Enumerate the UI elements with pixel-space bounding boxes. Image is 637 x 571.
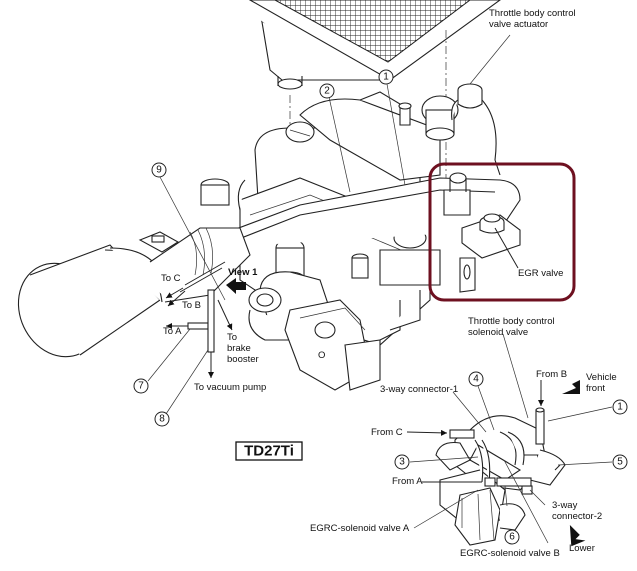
engine-assembly: O	[179, 91, 521, 391]
label-to-c: To C	[161, 273, 181, 284]
callout-detail-6: 6	[504, 529, 520, 545]
callout-main-1: 1	[378, 69, 394, 85]
svg-text:6: 6	[509, 532, 515, 543]
svg-text:1: 1	[383, 72, 389, 83]
svg-text:1: 1	[617, 402, 623, 413]
leader-lines	[147, 34, 511, 415]
svg-text:TD27Ti: TD27Ti	[244, 443, 294, 460]
callout-main-9: 9	[151, 162, 167, 178]
callout-main-2: 2	[319, 83, 335, 99]
view-1-arrow	[226, 278, 246, 294]
callout-main-7: 7	[133, 378, 149, 394]
label-from-a: From A	[392, 476, 423, 487]
svg-text:3: 3	[399, 457, 405, 468]
svg-text:8: 8	[159, 414, 165, 425]
air-cleaner	[17, 227, 251, 358]
label-to-vacuum-pump: To vacuum pump	[194, 382, 266, 393]
label-egr-valve: EGR valve	[518, 268, 563, 279]
label-vehicle-front-1: Vehicle	[586, 372, 617, 383]
solenoid-valve-cluster	[435, 407, 566, 546]
callout-main-8: 8	[154, 411, 170, 427]
label-from-c: From C	[371, 427, 403, 438]
label-vehicle-front-2: front	[586, 383, 605, 394]
label-egrc-a: EGRC-solenoid valve A	[310, 523, 410, 534]
label-throttle-actuator-2: valve actuator	[489, 19, 548, 30]
egr-valve	[443, 172, 521, 293]
svg-text:5: 5	[617, 457, 623, 468]
label-egrc-b: EGRC-solenoid valve B	[460, 548, 560, 559]
svg-text:4: 4	[473, 374, 479, 385]
label-lower: Lower	[569, 543, 595, 554]
label-three-way-2-2: connector-2	[552, 511, 602, 522]
label-three-way-1: 3-way connector-1	[380, 384, 458, 395]
throttle-body-actuator	[451, 83, 501, 176]
label-from-b: From B	[536, 369, 567, 380]
svg-text:2: 2	[324, 86, 330, 97]
callout-detail-5: 5	[612, 454, 628, 470]
lower-arrow	[569, 524, 586, 547]
label-to-a: To A	[163, 326, 182, 337]
svg-text:7: 7	[138, 381, 144, 392]
label-throttle-solenoid-2: solenoid valve	[468, 327, 528, 338]
label-view-1: View 1	[228, 267, 258, 278]
vacuum-hoses	[165, 261, 246, 378]
egr-highlight-box	[428, 162, 576, 302]
label-three-way-2-1: 3-way	[552, 500, 578, 511]
intercooler	[248, 0, 501, 300]
label-to-brake-booster-3: booster	[227, 354, 259, 365]
label-throttle-solenoid-1: Throttle body control	[468, 316, 555, 327]
svg-text:9: 9	[156, 165, 162, 176]
detail-leader-lines	[409, 333, 613, 544]
callout-detail-1: 1	[612, 399, 628, 415]
callout-detail-4: 4	[468, 371, 484, 387]
vehicle-front-arrow	[562, 380, 580, 394]
callout-detail-3: 3	[394, 454, 410, 470]
detail-arrows	[406, 380, 586, 547]
model-badge: TD27Ti	[235, 441, 303, 461]
svg-text:O: O	[318, 350, 325, 361]
label-throttle-actuator-1: Throttle body control	[489, 8, 576, 19]
label-to-brake-booster-1: To	[227, 332, 237, 343]
label-to-brake-booster-2: brake	[227, 343, 251, 354]
label-to-b: To B	[182, 300, 201, 311]
